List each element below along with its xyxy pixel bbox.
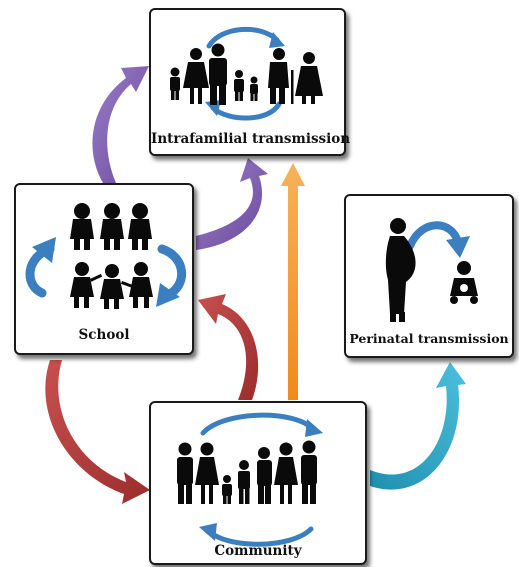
perinatal-node: Perinatal transmission (344, 194, 514, 358)
crowd-icon (177, 412, 323, 547)
community-node: Community (149, 401, 367, 565)
arrow-school-to-community (45, 360, 150, 504)
intrafamilial-label: Intrafamilial transmission (151, 131, 351, 147)
arrow-community-to-school (198, 294, 259, 400)
baby-icon (450, 261, 478, 304)
arrow-community-to-intrafamilial (281, 163, 305, 400)
arrow-school-to-intrafamilial (92, 66, 149, 183)
pregnant-woman-icon (385, 218, 478, 322)
intrafamilial-node: Intrafamilial transmission (149, 8, 351, 156)
arrow-intrafamilial-to-school (196, 158, 268, 250)
school-label: School (78, 327, 130, 343)
children-icon (25, 203, 187, 309)
community-label: Community (214, 543, 302, 559)
school-node: School (14, 183, 194, 355)
arrow-community-to-perinatal (370, 362, 466, 490)
family-icon (170, 26, 323, 121)
perinatal-label: Perinatal transmission (349, 331, 509, 346)
